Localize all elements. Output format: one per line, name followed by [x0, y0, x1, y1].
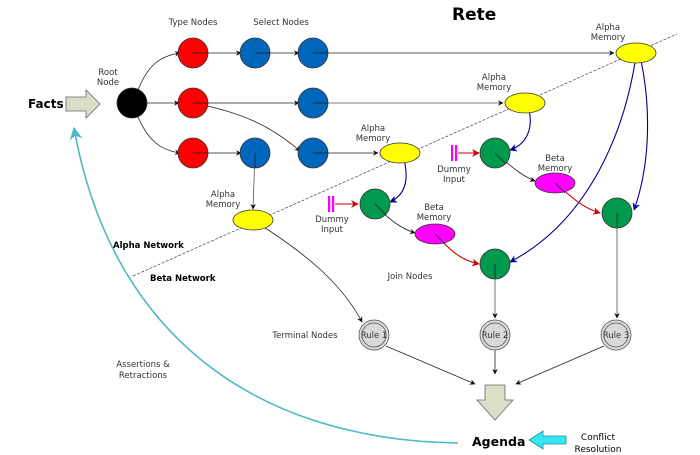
- alpha-memory[interactable]: [232, 209, 274, 231]
- alpha-memory-label: Alpha: [361, 124, 385, 134]
- alpha-memory-label: Alpha: [596, 23, 620, 33]
- alpha-memory-label: Memory: [206, 200, 241, 210]
- assertions-label: Assertions &: [116, 360, 170, 370]
- alpha-memory-label: Memory: [591, 33, 626, 43]
- join-nodes-label: Join Nodes: [387, 272, 433, 282]
- terminal-node-rule1[interactable]: Rule 1: [358, 319, 390, 351]
- beta-network-label: Beta Network: [150, 274, 216, 284]
- dummy-input-icon: [451, 145, 458, 161]
- edge-alpha1-join4: [509, 55, 637, 263]
- agenda-label: Agenda: [472, 434, 525, 449]
- rule-label: Rule 3: [603, 331, 630, 341]
- beta-memory-label: Beta: [545, 154, 565, 164]
- terminal-node-rule2[interactable]: Rule 2: [479, 319, 511, 351]
- edge-rule1-agenda: [385, 345, 476, 385]
- beta-memory-label: Memory: [538, 164, 573, 174]
- dummy-input-label: Input: [443, 175, 466, 185]
- node-pointer: [554, 182, 566, 194]
- edge-root-type3: [137, 116, 181, 156]
- terminal-nodes-label: Terminal Nodes: [271, 331, 338, 341]
- beta-memory-label: Memory: [417, 213, 452, 223]
- alpha-memory-label: Memory: [477, 83, 512, 93]
- conflict-label: Conflict: [581, 433, 616, 443]
- facts-arrow-icon: [65, 89, 101, 119]
- dummy-input-icon: [328, 196, 335, 212]
- root-node-label-2: Node: [97, 78, 119, 88]
- alpha-memory-label: Alpha: [211, 190, 235, 200]
- terminal-node-rule3[interactable]: Rule 3: [600, 319, 632, 351]
- alpha-memory-label: Memory: [356, 134, 391, 144]
- root-node-label-1: Root: [98, 68, 118, 78]
- conflict-resolution-arrow-icon: [528, 430, 567, 450]
- alpha-memory[interactable]: [379, 142, 421, 164]
- facts-label: Facts: [28, 97, 64, 111]
- retractions-label: Retractions: [119, 371, 168, 381]
- alpha-memory[interactable]: [615, 42, 657, 64]
- select-nodes-label: Select Nodes: [253, 18, 309, 28]
- node-pointer: [374, 203, 387, 216]
- rule-label: Rule 2: [482, 331, 509, 341]
- resolution-label: Resolution: [574, 445, 621, 455]
- diagram-title: Rete: [452, 5, 496, 25]
- root-node[interactable]: [116, 87, 148, 119]
- edge-root-type1: [137, 50, 181, 91]
- feedback-arc: [69, 126, 459, 444]
- edge-rule3-agenda: [515, 345, 605, 385]
- dummy-input-label: Dummy: [437, 165, 471, 175]
- alpha-network-label: Alpha Network: [113, 241, 184, 251]
- node-pointer: [494, 152, 507, 165]
- edge-alpha4-rule1: [255, 221, 363, 323]
- beta-memory-label: Beta: [424, 203, 444, 213]
- rule-label: Rule 1: [361, 331, 388, 341]
- dummy-input-label: Input: [321, 225, 344, 235]
- dummy-input-label: Dummy: [315, 215, 349, 225]
- alpha-memory-label: Alpha: [482, 73, 506, 83]
- agenda-arrow-icon: [476, 384, 514, 421]
- edge-alpha1-join3: [632, 55, 649, 211]
- node-pointer: [434, 233, 446, 245]
- type-nodes-label: Type Nodes: [168, 18, 218, 28]
- alpha-memory[interactable]: [504, 92, 546, 114]
